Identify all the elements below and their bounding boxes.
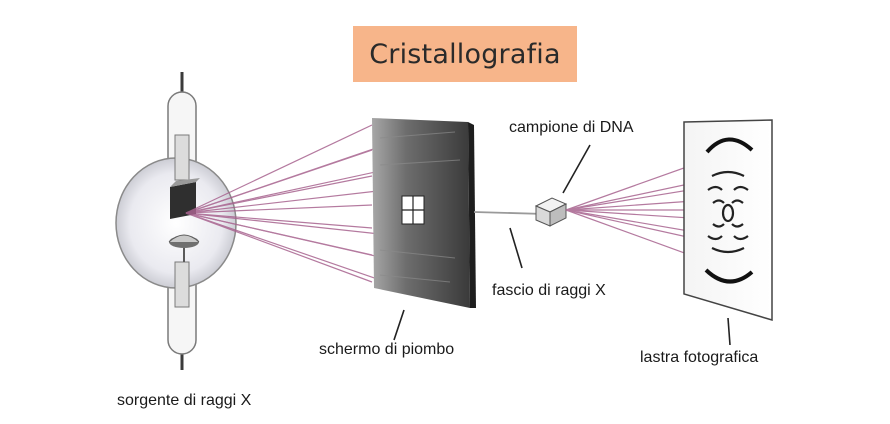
xray-beam — [473, 211, 546, 215]
label-screen: schermo di piombo — [319, 341, 455, 358]
diagram-title: Cristallografia — [369, 38, 561, 70]
xray-source-tube — [115, 72, 237, 370]
photographic-plate — [683, 119, 773, 322]
label-source: sorgente di raggi X — [117, 392, 252, 409]
title-box: Cristallografia — [353, 26, 577, 82]
label-beam: fascio di raggi X — [492, 282, 606, 299]
label-plate: lastra fotografica — [640, 349, 759, 366]
leader-lines — [393, 144, 731, 346]
lead-screen — [372, 118, 476, 308]
dna-sample — [534, 197, 568, 227]
label-sample: campione di DNA — [509, 119, 634, 136]
